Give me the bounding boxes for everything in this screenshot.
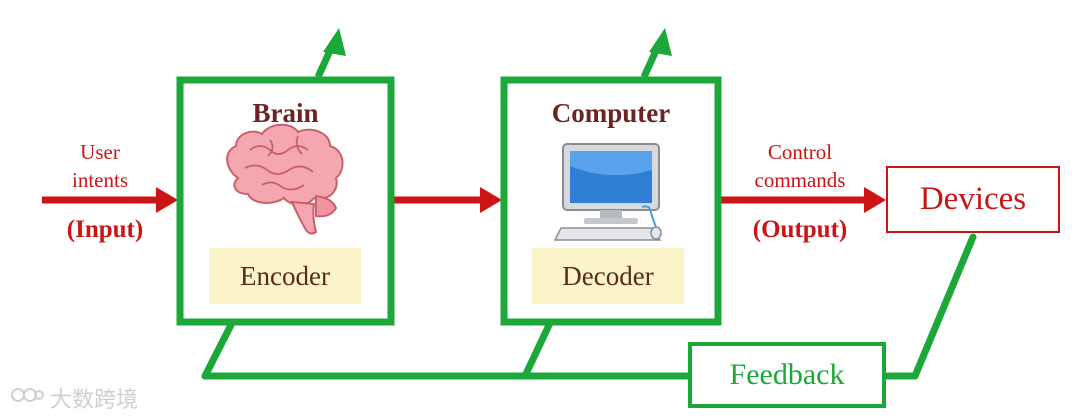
decoder-block-frame	[500, 76, 722, 326]
brain-icon	[226, 123, 344, 235]
feedback-box: Feedback	[688, 342, 886, 408]
upward-green-arrows	[314, 28, 672, 79]
input-tag: (Input)	[66, 216, 144, 243]
encoder-title: Brain	[252, 98, 319, 128]
input-label-line2: intents	[72, 168, 128, 192]
feedback-lines	[201, 233, 977, 380]
computer-icon	[553, 143, 662, 241]
output-label-line2: commands	[754, 168, 846, 192]
output-arrow	[720, 187, 886, 213]
decoder-title: Computer	[551, 98, 671, 128]
watermark-text: 大数跨境	[50, 388, 139, 413]
middle-arrow	[392, 187, 502, 213]
watermark-logo-icon	[10, 384, 44, 412]
decoder-label: Decoder	[532, 248, 684, 304]
encoder-label: Encoder	[209, 248, 361, 304]
output-tag: (Output)	[752, 216, 848, 243]
output-label-line1: Control	[767, 140, 833, 164]
watermark: 大数跨境	[10, 382, 138, 414]
input-label-line1: User	[80, 140, 120, 164]
feedback-label: Feedback	[729, 358, 845, 391]
input-arrow	[42, 187, 178, 213]
encoder-block-frame	[176, 76, 395, 326]
devices-label: Devices	[919, 181, 1027, 217]
devices-box: Devices	[886, 166, 1060, 233]
